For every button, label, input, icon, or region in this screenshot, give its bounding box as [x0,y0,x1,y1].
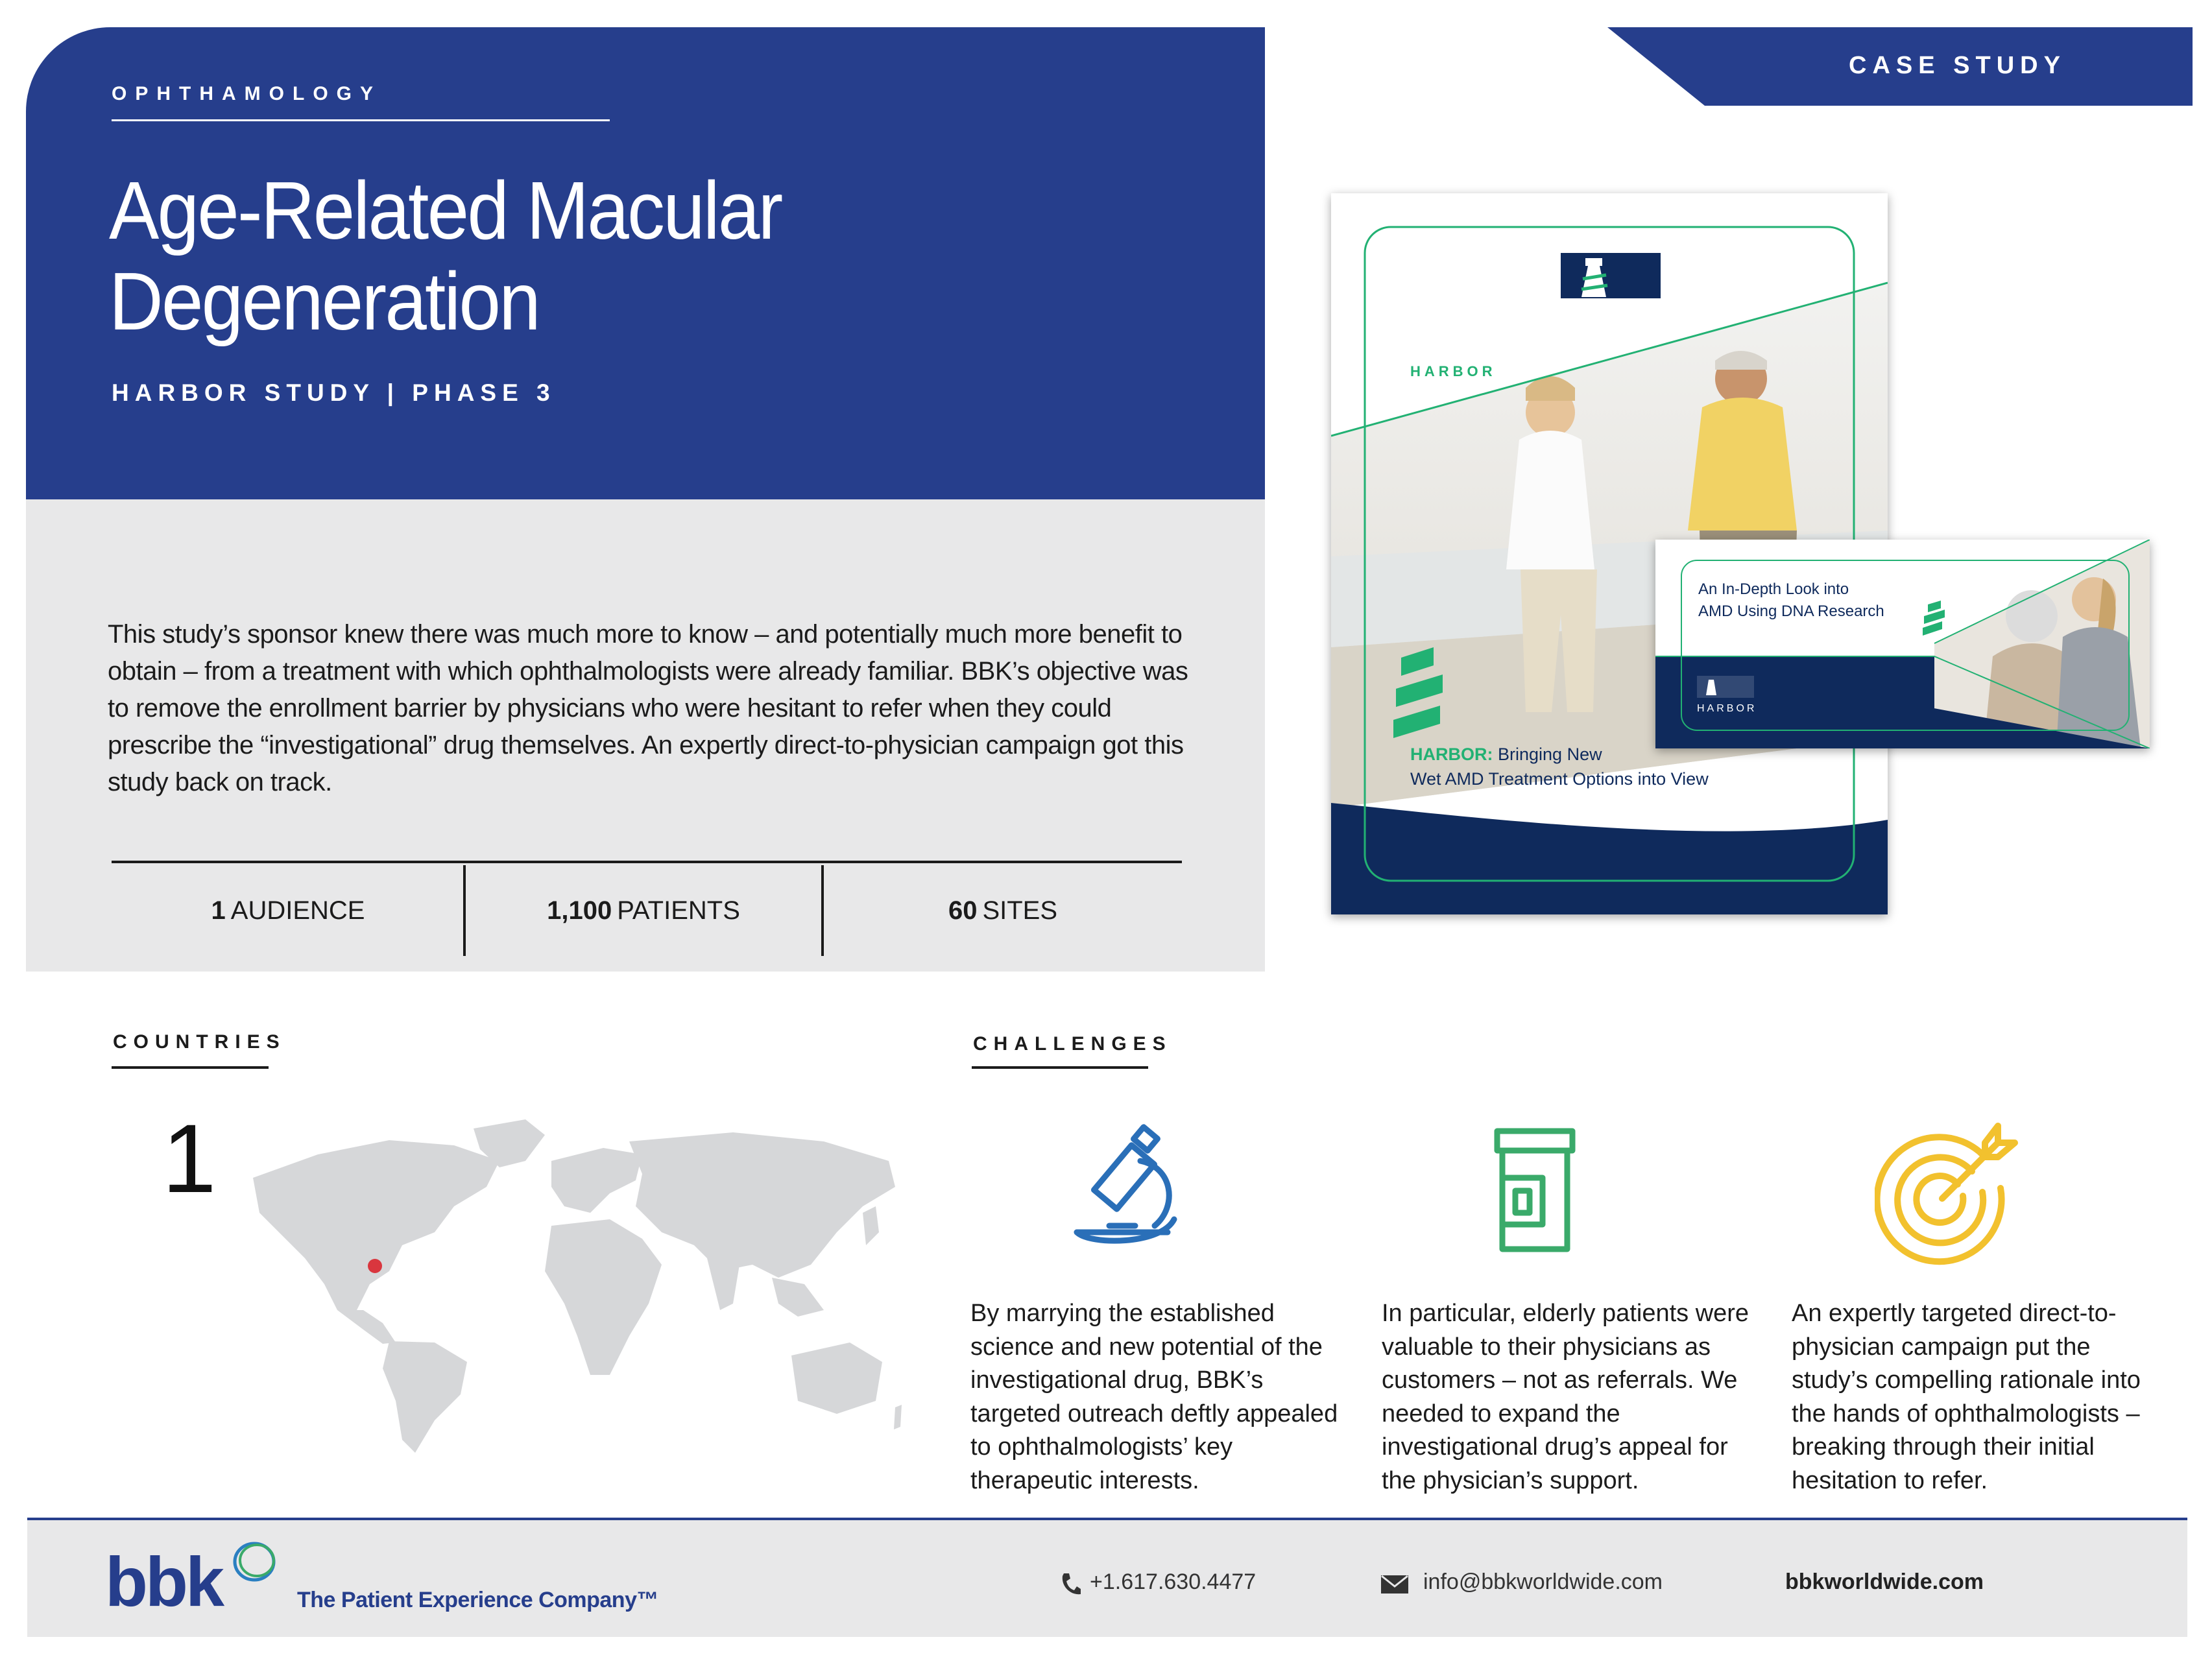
challenges-underline [972,1066,1148,1069]
study-subtitle: HARBOR STUDY | PHASE 3 [112,379,556,406]
case-study-tab [1607,27,2193,106]
world-map [253,1119,902,1453]
postcard-line-2: AMD Using DNA Research [1698,603,1884,620]
stat-number: 60 [948,896,978,925]
bbk-logo: bbk [105,1542,224,1621]
challenges-heading: CHALLENGES [973,1033,1172,1055]
header-banner [26,27,1265,499]
stat-divider [821,865,824,956]
microscope-icon [1074,1124,1177,1244]
postcard-copy: An In-Depth Look into AMD Using DNA Rese… [1698,579,1884,623]
stat-label: AUDIENCE [230,896,365,925]
brochure-brand: HARBOR: [1410,745,1493,764]
category-label: OPHTHAMOLOGY [112,83,381,104]
brochure-headline-line2: Wet AMD Treatment Options into View [1410,769,1709,789]
page-title: Age-Related Macular Degeneration [109,165,885,347]
harbor-logo-text: HARBOR [1410,363,1497,379]
brochure-headline: HARBOR: Bringing New Wet AMD Treatment O… [1410,742,1825,791]
pill-bottle-icon [1494,1128,1576,1252]
phone-number[interactable]: +1.617.630.4477 [1090,1569,1256,1594]
phone-icon [1062,1573,1081,1595]
email-icon [1381,1575,1408,1593]
stat-label: SITES [982,896,1058,925]
bbk-logo-rings [233,1542,276,1582]
tagline: The Patient Experience Company™ [297,1588,659,1612]
email-link[interactable]: info@bbkworldwide.com [1423,1569,1663,1594]
target-icon [1875,1123,2018,1265]
stat-number: 1 [211,896,226,925]
postcard-image: An In-Depth Look into AMD Using DNA Rese… [1655,540,2150,748]
challenge-text-2: In particular, elderly patients were val… [1382,1300,1749,1494]
title-line-1: Age-Related Macular [109,165,783,256]
postcard-logo-text: HARBOR [1697,703,1757,714]
stat-audience: 1 AUDIENCE [112,865,464,956]
footer-bar [27,1518,2187,1637]
postcard-line-1: An In-Depth Look into [1698,580,1849,598]
stat-label: PATIENTS [617,896,740,925]
summary-panel [26,499,1265,972]
title-line-2: Degeneration [109,256,541,347]
stat-sites: 60 SITES [824,865,1182,956]
stat-divider [463,865,466,956]
stat-patients: 1,100 PATIENTS [466,865,821,956]
website-link[interactable]: bbkworldwide.com [1785,1569,1984,1594]
challenge-text-1: By marrying the established science and … [970,1300,1338,1494]
intro-paragraph: This study’s sponsor knew there was much… [108,620,1188,796]
countries-underline [112,1066,269,1069]
stat-number: 1,100 [547,896,612,925]
countries-heading: COUNTRIES [113,1031,286,1053]
category-underline [112,119,610,121]
usa-marker [368,1259,382,1273]
challenge-text-3: An expertly targeted direct-to-physician… [1792,1300,2141,1494]
countries-count: 1 [162,1104,217,1213]
case-study-label: CASE STUDY [1849,52,2066,79]
stats-top-rule [112,861,1182,863]
brochure-headline-rest: Bringing New [1493,745,1602,764]
